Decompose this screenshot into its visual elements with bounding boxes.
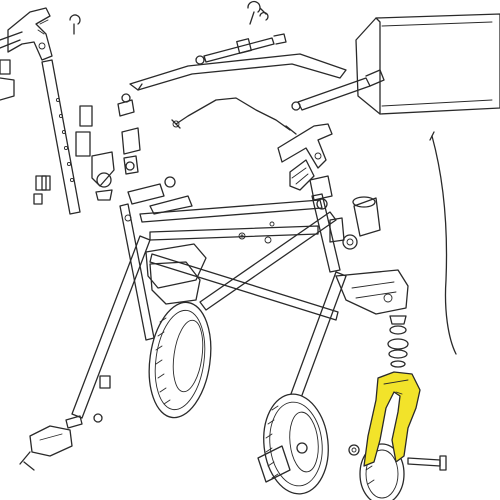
front-wheel-fork: [363, 371, 421, 467]
cane-holder: [342, 196, 381, 250]
brake-cable: [171, 97, 297, 135]
hinge-parts-left: [35, 93, 141, 201]
front-wheel-right: [257, 393, 329, 495]
seat-panel: [129, 53, 347, 91]
left-handle-post: [0, 7, 53, 101]
axle-rod: [195, 33, 287, 65]
handle-height-tube: [33, 59, 81, 215]
lower-left-parts: [19, 375, 111, 471]
folding-frame: [71, 175, 409, 419]
small-clips: [69, 0, 269, 35]
bearing-stack: [387, 315, 409, 368]
basket-support-bar: [291, 69, 385, 111]
right-handle-grip: [277, 123, 333, 191]
fork-bolt: [348, 444, 447, 471]
front-wheel-left: [148, 261, 212, 419]
storage-bag: [355, 13, 500, 115]
brake-cable-right: [429, 131, 457, 355]
